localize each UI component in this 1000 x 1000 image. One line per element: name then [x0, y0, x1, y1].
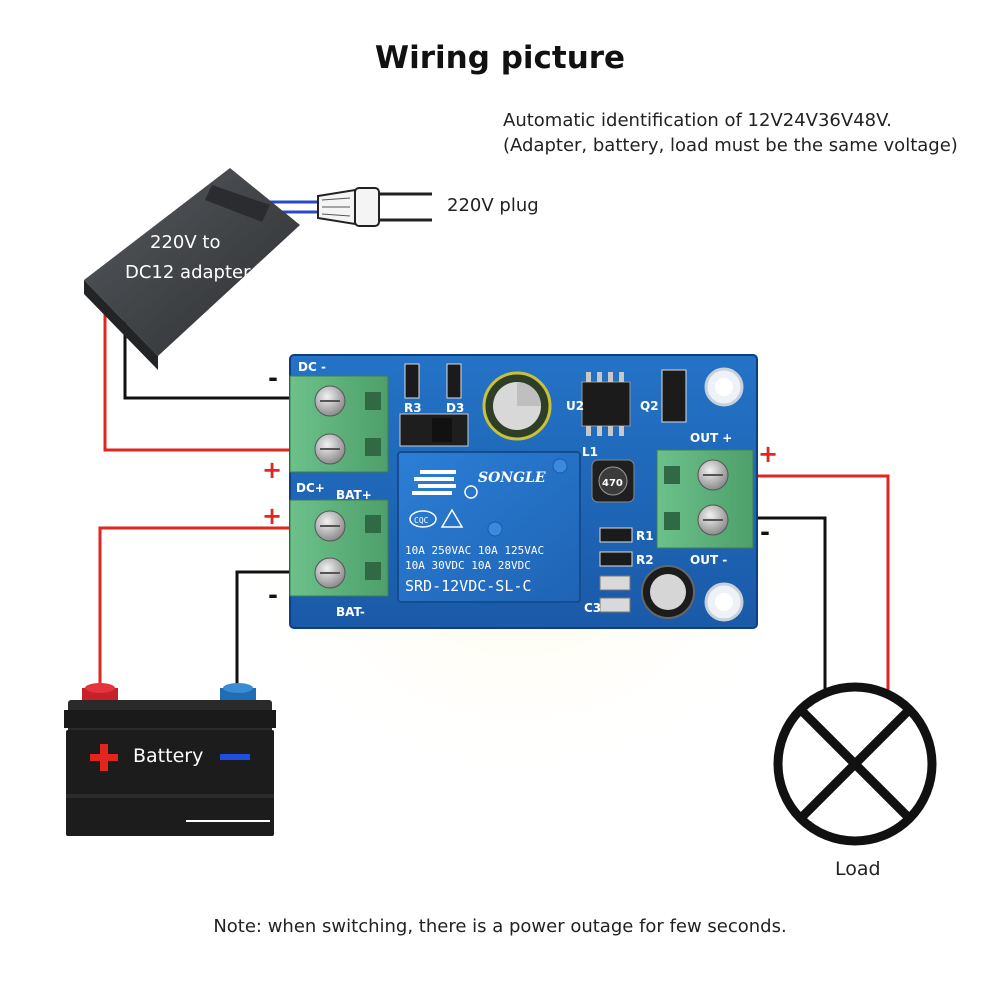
pcb-label-dc-plus: DC+ — [296, 481, 325, 495]
relay-rating-1: 10A 250VAC 10A 125VAC — [405, 544, 544, 557]
plug-label: 220V plug — [447, 195, 539, 216]
plug — [317, 187, 432, 227]
relay-rating-2: 10A 30VDC 10A 28VDC — [405, 559, 531, 572]
battery — [64, 683, 276, 836]
terminal-out — [656, 449, 754, 549]
voltage-note-detail: (Adapter, battery, load must be the same… — [503, 135, 958, 156]
pcb-label-dc-minus: DC - — [298, 360, 326, 374]
sign-bat-plus: + — [262, 502, 282, 530]
footnote: Note: when switching, there is a power o… — [213, 916, 787, 937]
inductor-value: 470 — [602, 478, 623, 489]
wire-adapter-positive — [103, 310, 300, 452]
pcb-label-l1: L1 — [582, 445, 598, 459]
polarity-signs: - + + - + - — [262, 364, 778, 609]
pcb-label-out-plus: OUT + — [690, 431, 732, 445]
relay-model: SRD-12VDC-SL-C — [405, 577, 531, 595]
relay-cqc: CQC — [414, 516, 429, 525]
wire-adapter-negative — [123, 318, 300, 400]
terminal-dc — [289, 375, 389, 473]
pcb-label-r1: R1 — [636, 529, 654, 543]
relay-brand: SONGLE — [478, 470, 546, 486]
voltage-note: Automatic identification of 12V24V36V48V… — [503, 110, 892, 131]
songle-logo — [412, 470, 456, 495]
pcb-label-u2: U2 — [566, 399, 584, 413]
pcb-label-d3: D3 — [446, 401, 464, 415]
sign-out-minus: - — [760, 518, 770, 546]
power-adapter — [84, 168, 300, 370]
pcb-label-bat-plus: BAT+ — [336, 488, 372, 502]
page-title: Wiring picture — [374, 40, 626, 76]
sign-dc-plus: + — [262, 456, 282, 484]
wire-battery-negative — [235, 570, 300, 690]
wire-out-negative — [748, 516, 827, 700]
load-lamp-symbol — [773, 682, 937, 846]
pcb-label-out-minus: OUT - — [690, 553, 727, 567]
relay — [397, 451, 581, 603]
silkscreen-labels: DC - DC+ BAT+ BAT- OUT + OUT - R3 D3 U2 … — [296, 360, 732, 619]
relay-text: SONGLE CQC 10A 250VAC 10A 125VAC 10A 30V… — [405, 470, 546, 595]
pcb-label-q2: Q2 — [640, 399, 659, 413]
pcb-label-bat-minus: BAT- — [336, 605, 365, 619]
sign-bat-minus: - — [268, 581, 278, 609]
battery-minus-symbol — [220, 754, 250, 760]
wire-battery-positive — [98, 526, 300, 690]
adapter-label-line1: 220V to — [150, 232, 221, 253]
wire-out-positive — [748, 474, 890, 700]
battery-label: Battery — [133, 745, 204, 767]
sign-dc-minus: - — [268, 364, 278, 392]
wires — [98, 200, 890, 700]
load-label: Load — [835, 858, 881, 880]
pcb-label-r3: R3 — [404, 401, 422, 415]
terminal-bat — [289, 499, 389, 597]
pcb-label-c3: C3 — [584, 601, 601, 615]
pcb-label-r2: R2 — [636, 553, 654, 567]
adapter-label-line2: DC12 adapter — [125, 262, 251, 283]
sign-out-plus: + — [758, 440, 778, 468]
